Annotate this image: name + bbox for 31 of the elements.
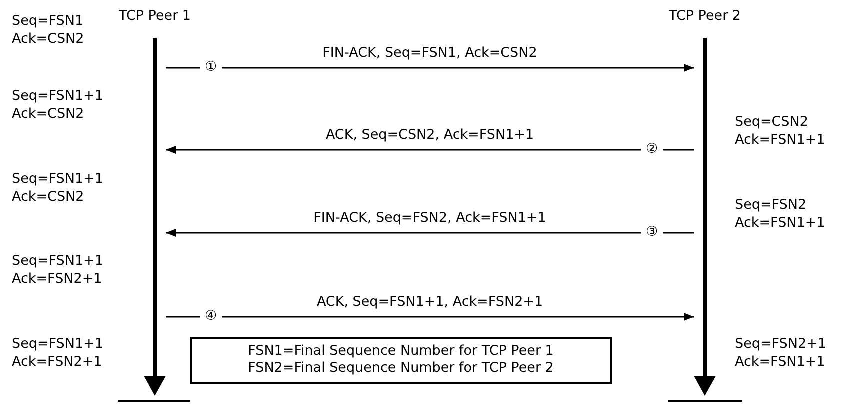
state-label: Ack=CSN2 [12,189,84,206]
state-label: Seq=CSN2 [735,114,808,131]
participant-heading: TCP Peer 1 [105,8,205,25]
edge-label: FIN-ACK, Seq=FSN1, Ack=CSN2 [322,45,538,62]
message-arrow [166,229,694,237]
state-label: Ack=FSN1+1 [735,132,826,149]
state-label: Ack=FSN1+1 [735,354,826,371]
message-arrow [166,146,694,154]
edge-label: ACK, Seq=CSN2, Ack=FSN1+1 [324,127,536,144]
state-label: Seq=FSN1+1 [12,88,104,105]
message-arrow [166,313,694,321]
state-label: Seq=FSN2 [735,197,807,214]
message-arrow [166,64,694,72]
edge-label: FIN-ACK, Seq=FSN2, Ack=FSN1+1 [312,210,548,227]
state-label: Ack=CSN2 [12,106,84,123]
state-label: Ack=FSN1+1 [735,215,826,232]
state-label: Seq=FSN1+1 [12,336,104,353]
lifeline-arrow [144,38,166,396]
lifeline-arrow [694,38,716,396]
note-text: FSN1=Final Sequence Number for TCP Peer 1 [247,343,555,360]
note-text: FSN2=Final Sequence Number for TCP Peer 2 [247,360,555,377]
state-label: Seq=FSN1 [12,13,84,30]
state-label: Seq=FSN2+1 [735,336,826,353]
note-box [190,337,612,384]
state-label: Ack=FSN2+1 [12,271,102,288]
state-label: Ack=FSN2+1 [12,354,102,371]
state-label: Seq=FSN1+1 [12,253,104,270]
edge-label: ACK, Seq=FSN1+1, Ack=FSN2+1 [316,294,544,311]
participant-heading: TCP Peer 2 [655,8,755,25]
state-label: Ack=CSN2 [12,31,84,48]
state-label: Seq=FSN1+1 [12,171,104,188]
